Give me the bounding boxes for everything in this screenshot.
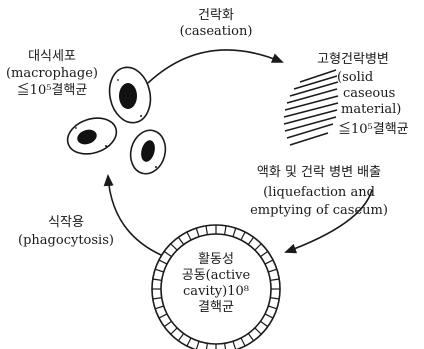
solid-material-en: (solid caseous material) [337,70,401,118]
active-cavity-line-3: cavity)10⁸ [166,284,266,300]
solid-material-en-1: (solid [337,70,401,86]
active-cavity-ko: 활동성 [166,252,266,268]
arrow-caseation [148,50,282,83]
active-cavity-line-4: 결핵균 [166,300,266,316]
macrophage-label: 대식세포 (macrophage) ≦10⁵결핵균 [4,48,100,99]
solid-caseous-material-hatching [284,70,338,145]
solid-material-title: 고형건락병변 [283,52,423,68]
caseation-ko: 건락화 [170,8,262,24]
caseation-en: (caseation) [170,24,262,40]
phagocytosis-ko: 식작용 [4,214,128,232]
liquefaction-en-2: emptying of caseum) [222,203,416,219]
phagocytosis-en: (phagocytosis) [4,232,128,250]
macrophage-count: ≦10⁵결핵균 [4,82,100,99]
macrophage-cell-3 [126,126,170,177]
active-cavity-label: 활동성 공동(active cavity)10⁸ 결핵균 [166,252,266,316]
liquefaction-label: 액화 및 건락 병변 배출 (liquefaction and emptying… [222,165,416,219]
caseation-label: 건락화 (caseation) [170,8,262,40]
liquefaction-ko: 액화 및 건락 병변 배출 [222,165,416,181]
active-cavity-line-2: 공동(active [166,268,266,284]
macrophage-ko: 대식세포 [4,48,100,65]
macrophage-cell-1 [105,63,156,126]
solid-material-en-2: caseous [337,86,401,102]
phagocytosis-label: 식작용 (phagocytosis) [4,214,128,250]
macrophage-cell-2 [63,112,121,160]
liquefaction-en-1: (liquefaction and [222,185,416,201]
solid-material-count: ≦10⁵결핵균 [338,122,409,138]
macrophage-en: (macrophage) [4,65,100,82]
solid-material-en-3: material) [337,102,401,118]
